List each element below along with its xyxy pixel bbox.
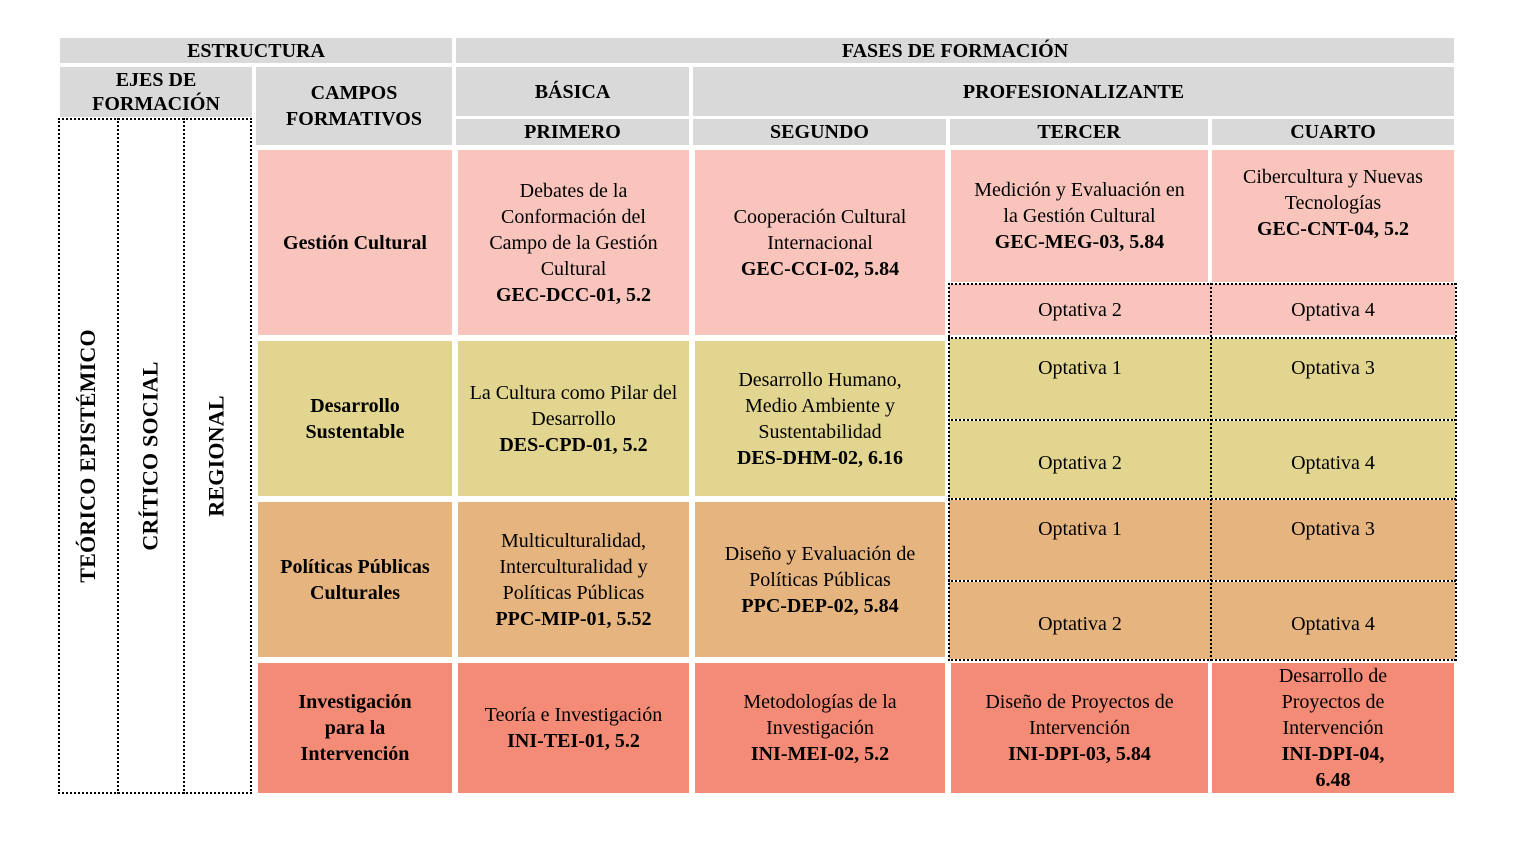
course-gec-cci-02: Cooperación Cultural Internacional GEC-C… — [695, 150, 945, 335]
fases-header: FASES DE FORMACIÓN — [456, 38, 1454, 63]
optativa-border-bottom — [948, 659, 1456, 661]
campo-investigacion-intervencion: Investigación para la Intervención — [258, 663, 452, 793]
course-gec-meg-03: Medición y Evaluación en la Gestión Cult… — [951, 150, 1208, 282]
eje-teorico-epistemico: TEÓRICO EPISTÉMICO — [75, 329, 100, 583]
optativa-border-right — [1455, 283, 1457, 661]
ejes-border-divider-2 — [183, 118, 185, 794]
optativa-cell: Optativa 3 — [1211, 500, 1455, 580]
ejes-border-left — [58, 118, 60, 794]
cuarto-header: CUARTO — [1212, 119, 1454, 145]
optativa-border-left — [948, 283, 950, 661]
optativa-border-mid — [1210, 283, 1212, 661]
optativa-cell: Optativa 4 — [1211, 421, 1455, 498]
optativa-cell: Optativa 2 — [949, 582, 1211, 659]
optativa-cell: Optativa 4 — [1211, 284, 1455, 335]
segundo-header: SEGUNDO — [693, 119, 946, 145]
basica-header: BÁSICA — [456, 67, 689, 116]
optativa-border — [948, 419, 1456, 421]
course-ini-mei-02: Metodologías de la Investigación INI-MEI… — [695, 663, 945, 793]
ejes-border-right — [250, 118, 252, 794]
course-ini-dpi-03: Diseño de Proyectos de Intervención INI-… — [951, 663, 1208, 793]
course-gec-dcc-01: Debates de la Conformación del Campo de … — [458, 150, 689, 335]
optativa-cell: Optativa 2 — [949, 284, 1211, 335]
optativa-cell: Optativa 2 — [949, 421, 1211, 498]
optativa-border-top — [948, 283, 1456, 285]
campo-desarrollo-sustentable: Desarrollo Sustentable — [258, 341, 452, 496]
optativa-border — [948, 580, 1456, 582]
campos-header: CAMPOS FORMATIVOS — [256, 67, 452, 145]
optativa-cell: Optativa 4 — [1211, 582, 1455, 659]
eje-critico-social: CRÍTICO SOCIAL — [138, 361, 164, 551]
optativa-cell: Optativa 1 — [949, 500, 1211, 580]
optativa-cell: Optativa 3 — [1211, 339, 1455, 419]
ejes-border-top — [58, 118, 252, 120]
eje-regional: REGIONAL — [204, 395, 229, 517]
course-gec-cnt-04: Cibercultura y Nuevas Tecnologías GEC-CN… — [1212, 150, 1454, 282]
ejes-header: EJES DE FORMACIÓN — [60, 67, 252, 117]
course-ppc-dep-02: Diseño y Evaluación de Políticas Pública… — [695, 502, 945, 657]
ejes-border-bottom — [58, 792, 252, 794]
primero-header: PRIMERO — [456, 119, 689, 145]
ejes-border-divider-1 — [117, 118, 119, 794]
course-des-cpd-01: La Cultura como Pilar del Desarrollo DES… — [458, 341, 689, 496]
campo-gestion-cultural: Gestión Cultural — [258, 150, 452, 335]
course-ini-tei-01: Teoría e Investigación INI-TEI-01, 5.2 — [458, 663, 689, 793]
optativa-border — [948, 337, 1456, 339]
optativa-border — [948, 498, 1456, 500]
profesionalizante-header: PROFESIONALIZANTE — [693, 67, 1454, 116]
optativa-cell: Optativa 1 — [949, 339, 1211, 419]
estructura-header: ESTRUCTURA — [60, 38, 452, 63]
campo-politicas-publicas-culturales: Políticas Públicas Culturales — [258, 502, 452, 657]
course-des-dhm-02: Desarrollo Humano, Medio Ambiente y Sust… — [695, 341, 945, 496]
course-ini-dpi-04: Desarrollo de Proyectos de Intervención … — [1212, 663, 1454, 793]
course-ppc-mip-01: Multiculturalidad, Interculturalidad y P… — [458, 502, 689, 657]
tercer-header: TERCER — [950, 119, 1208, 145]
